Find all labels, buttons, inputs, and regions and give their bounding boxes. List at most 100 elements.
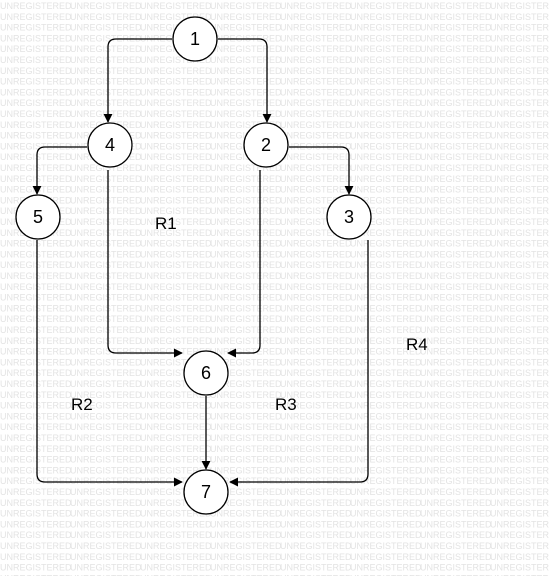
watermark-text: UNREGISTERED (0, 282, 72, 292)
watermark-text: UNREGISTERED (420, 390, 492, 400)
watermark-text: UNREGISTERED (280, 109, 352, 119)
watermark-text: UNREGISTERED (420, 530, 492, 540)
watermark-text: UNREGISTERED (420, 66, 492, 76)
watermark-text: UNREGISTERED (0, 239, 72, 249)
watermark-text: UNREGISTERED (420, 509, 492, 519)
watermark-text: UNREGISTERED (420, 120, 492, 130)
watermark-text: UNREGISTERED (420, 476, 492, 486)
watermark-text: UNREGISTERED (0, 465, 72, 475)
watermark-text: UNREGISTERED (490, 282, 549, 292)
watermark-text: UNREGISTERED (420, 357, 492, 367)
watermark-text: UNREGISTERED (0, 530, 72, 540)
watermark-text: UNREGISTERED (280, 465, 352, 475)
watermark-text: UNREGISTERED (210, 185, 282, 195)
watermark-text: UNREGISTERED (280, 325, 352, 335)
watermark-text: UNREGISTERED (210, 390, 282, 400)
watermark-text: UNREGISTERED (70, 217, 142, 227)
watermark-text: UNREGISTERED (350, 98, 422, 108)
watermark-text: UNREGISTERED (490, 174, 549, 184)
watermark-text: UNREGISTERED (490, 44, 549, 54)
watermark-text: UNREGISTERED (0, 303, 72, 313)
watermark-text: UNREGISTERED (490, 77, 549, 87)
watermark-text: UNREGISTERED (420, 455, 492, 465)
watermark-text: UNREGISTERED (420, 552, 492, 562)
watermark-text: UNREGISTERED (420, 347, 492, 357)
watermark-text: UNREGISTERED (420, 185, 492, 195)
watermark-text: UNREGISTERED (70, 163, 142, 173)
watermark-text: UNREGISTERED (70, 206, 142, 216)
watermark-text: UNREGISTERED (490, 109, 549, 119)
watermark-text: UNREGISTERED (350, 217, 422, 227)
node-7-label: 7 (201, 482, 211, 502)
watermark-text: UNREGISTERED (350, 411, 422, 421)
watermark-text: UNREGISTERED (490, 260, 549, 270)
watermark-text: UNREGISTERED (490, 217, 549, 227)
watermark-text: UNREGISTERED (70, 228, 142, 238)
watermark-text: UNREGISTERED (70, 77, 142, 87)
watermark-text: UNREGISTERED (0, 552, 72, 562)
watermark-text: UNREGISTERED (490, 314, 549, 324)
watermark-text: UNREGISTERED (280, 271, 352, 281)
node-4-label: 4 (105, 135, 115, 155)
watermark-text: UNREGISTERED (140, 563, 212, 573)
watermark-text: UNREGISTERED (0, 77, 72, 87)
watermark-text: UNREGISTERED (140, 390, 212, 400)
watermark-text: UNREGISTERED (210, 12, 282, 22)
watermark-text: UNREGISTERED (490, 55, 549, 65)
watermark-text: UNREGISTERED (420, 239, 492, 249)
watermark-text: UNREGISTERED (350, 336, 422, 346)
watermark-text: UNREGISTERED (350, 87, 422, 97)
watermark-text: UNREGISTERED (140, 1, 212, 11)
watermark-text: UNREGISTERED (350, 509, 422, 519)
watermark-text: UNREGISTERED (490, 152, 549, 162)
watermark-text: UNREGISTERED (420, 368, 492, 378)
watermark-text: UNREGISTERED (210, 195, 282, 205)
watermark-text: UNREGISTERED (70, 293, 142, 303)
watermark-text: UNREGISTERED (280, 476, 352, 486)
watermark-text: UNREGISTERED (280, 239, 352, 249)
watermark-text: UNREGISTERED (350, 141, 422, 151)
watermark-text: UNREGISTERED (490, 465, 549, 475)
watermark-text: UNREGISTERED (210, 282, 282, 292)
watermark-text: UNREGISTERED (420, 519, 492, 529)
watermark-text: UNREGISTERED (350, 563, 422, 573)
watermark-text: UNREGISTERED (0, 98, 72, 108)
watermark-text: UNREGISTERED (420, 465, 492, 475)
watermark-text: UNREGISTERED (490, 498, 549, 508)
watermark-text: UNREGISTERED (490, 379, 549, 389)
edge-layer (32, 38, 369, 487)
watermark-text: UNREGISTERED (420, 33, 492, 43)
watermark-text: UNREGISTERED (280, 98, 352, 108)
watermark-text: UNREGISTERED (490, 530, 549, 540)
watermark-text: UNREGISTERED (70, 411, 142, 421)
watermark-text: UNREGISTERED (350, 552, 422, 562)
watermark-text: UNREGISTERED (140, 141, 212, 151)
watermark-text: UNREGISTERED (350, 271, 422, 281)
watermark-text: UNREGISTERED (280, 152, 352, 162)
watermark-text: UNREGISTERED (490, 195, 549, 205)
watermark-text: UNREGISTERED (280, 390, 352, 400)
watermark-text: UNREGISTERED (70, 325, 142, 335)
watermark-text: UNREGISTERED (210, 293, 282, 303)
watermark-text: UNREGISTERED (210, 217, 282, 227)
watermark-text: UNREGISTERED (350, 455, 422, 465)
watermark-text: UNREGISTERED (70, 573, 142, 576)
watermark-text: UNREGISTERED (70, 109, 142, 119)
watermark-text: UNREGISTERED (490, 1, 549, 11)
watermark-text: UNREGISTERED (210, 1, 282, 11)
watermark-text: UNREGISTERED (490, 293, 549, 303)
watermark-text: UNREGISTERED (70, 174, 142, 184)
watermark-text: UNREGISTERED (490, 185, 549, 195)
watermark-text: UNREGISTERED (350, 12, 422, 22)
watermark-text: UNREGISTERED (0, 563, 72, 573)
watermark-text: UNREGISTERED (210, 249, 282, 259)
watermark-text: UNREGISTERED (350, 422, 422, 432)
watermark-text: UNREGISTERED (350, 152, 422, 162)
watermark-text: UNREGISTERED (490, 433, 549, 443)
watermark-text: UNREGISTERED (280, 455, 352, 465)
watermark-text: UNREGISTERED (350, 228, 422, 238)
watermark-text: UNREGISTERED (280, 411, 352, 421)
watermark-text: UNREGISTERED (280, 217, 352, 227)
